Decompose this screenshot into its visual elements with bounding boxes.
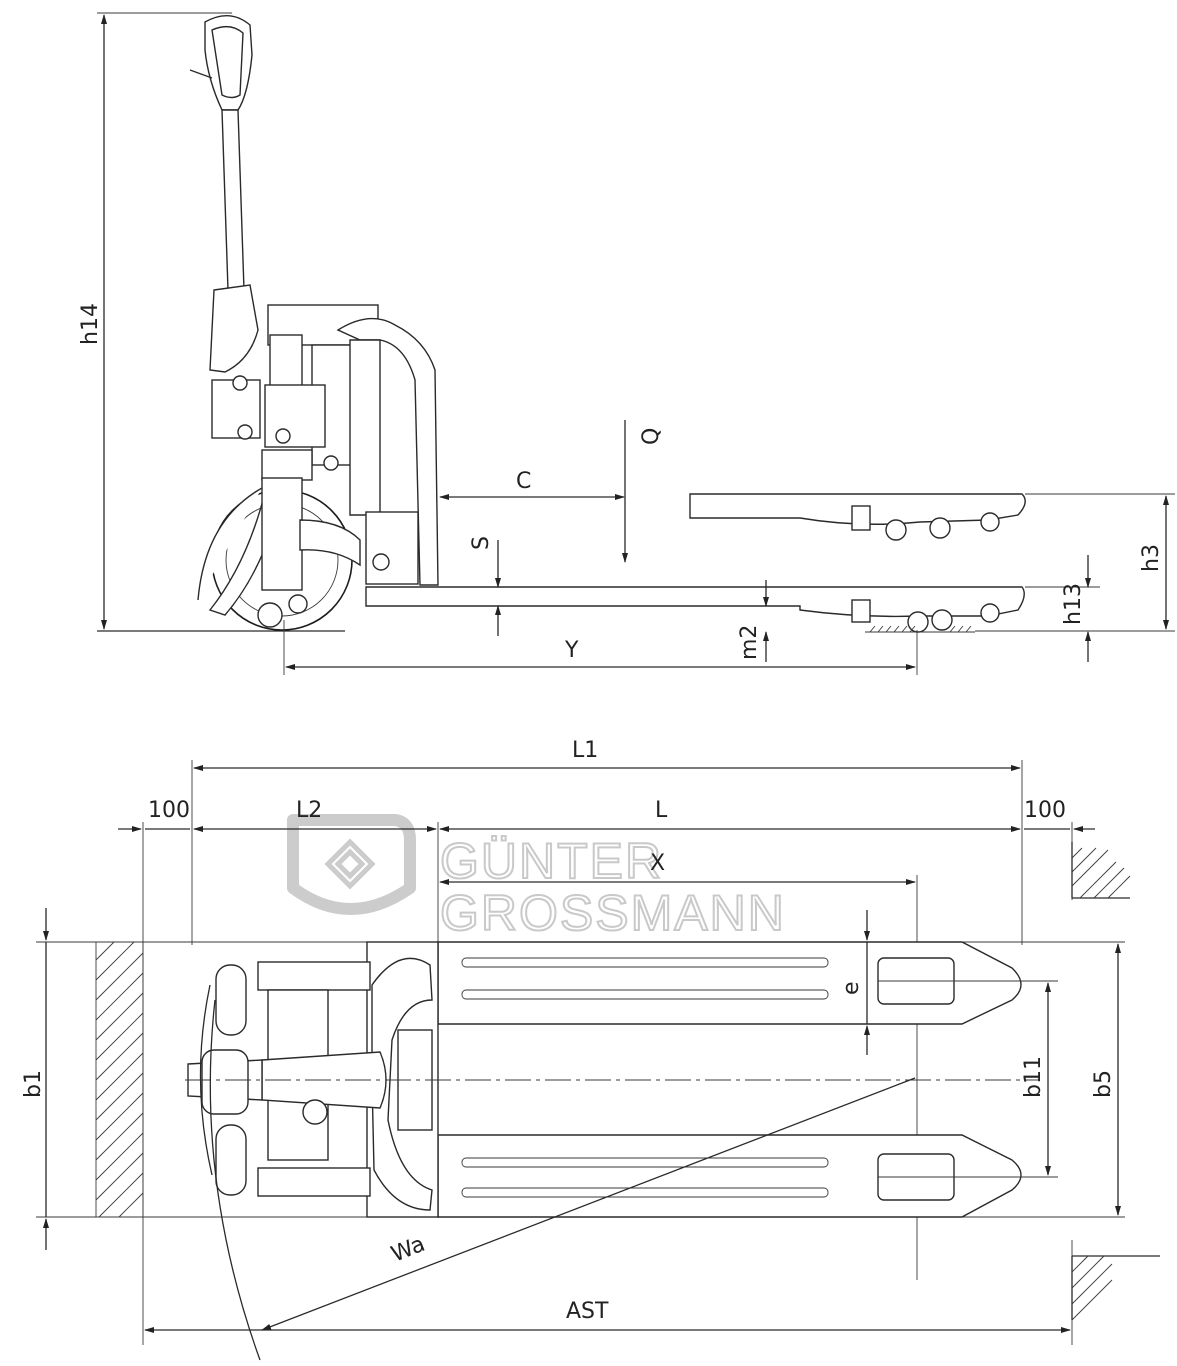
watermark-emblem-icon [324,838,376,890]
aisle-wall-left-hatch [95,941,144,1218]
label-wa: Wa [388,1232,429,1268]
roller-bracket-raised [851,505,871,531]
valve-block [264,384,326,448]
caster-wheel [257,602,283,628]
fork-slot-1 [461,957,829,968]
roller-bracket-lowered [851,599,871,623]
knob-icon-3 [275,428,291,444]
aisle-wall-right-bottom [1071,1255,1160,1321]
top-view: L1 100 L2 L 100 X [21,738,1160,1361]
caster-wheel-2 [288,594,308,614]
label-clearance-right: 100 [1024,798,1066,823]
frame-mast [336,317,439,586]
wheel-fender [197,487,263,601]
chassis-rail-lower [257,1167,371,1197]
label-e: e [839,981,864,995]
aisle-wall-right-top [1071,842,1131,899]
side-view: h14 [78,12,1175,675]
label-clearance-left: 100 [148,798,190,823]
drive-arm [299,519,361,567]
fork-lowered [365,586,1025,618]
tiller-head-inner [211,25,244,99]
label-c: C [516,469,531,494]
fork-slot-4 [461,1187,829,1198]
label-h14: h14 [78,303,103,345]
fork-slot-3 [461,1157,829,1168]
label-l2: L2 [296,798,322,823]
label-q: Q [639,428,664,445]
watermark-line1: GÜNTER [440,833,663,889]
label-b5: b5 [1091,1070,1116,1098]
knob-icon [237,424,253,440]
label-m2: m2 [737,625,762,660]
watermark-line2: GROSSMANN [440,885,786,941]
chassis-rail-upper [257,961,371,991]
label-x: X [650,851,665,876]
frame-panel [349,339,381,516]
watermark: GÜNTER GROSSMANN [287,814,786,942]
label-h13: h13 [1061,583,1086,625]
chassis-handle-arch [371,957,433,1211]
wa-arc [209,999,261,1361]
ground-hatch-fork [865,625,975,633]
tiller-base [209,284,259,373]
label-h3: h3 [1139,544,1164,572]
frame-lower [365,511,419,585]
load-roller-raised-3 [980,512,1000,532]
label-b11: b11 [1021,1056,1046,1098]
load-roller-lowered-3 [980,603,1000,623]
drive-fork [261,477,303,591]
load-roller-raised-2 [929,517,951,539]
load-roller-lowered-1 [907,611,929,633]
label-s: S [469,536,494,550]
knob-icon-4 [323,455,339,471]
label-l1: L1 [572,738,598,763]
label-ast: AST [566,1299,609,1324]
label-l: L [655,798,668,823]
emergency-knob-icon [302,1099,328,1125]
watermark-shield-icon [287,814,416,915]
knob-icon-2 [232,375,248,391]
fork-top-upper [437,941,1022,1025]
load-roller-raised-1 [885,519,907,541]
label-y: Y [564,638,579,663]
label-b1: b1 [21,1070,46,1098]
steering-head [261,449,313,481]
tiller-switch [189,69,213,79]
wa-radius-line [261,1077,916,1331]
steer-wheel-upper [215,964,247,1036]
tiller-arm [221,109,245,291]
load-roller-lowered-2 [931,609,953,631]
handle-grip-top [201,1049,249,1115]
steer-wheel-lower [215,1124,247,1196]
fork-slot-2 [461,989,829,1000]
frame-bolt [372,553,390,571]
